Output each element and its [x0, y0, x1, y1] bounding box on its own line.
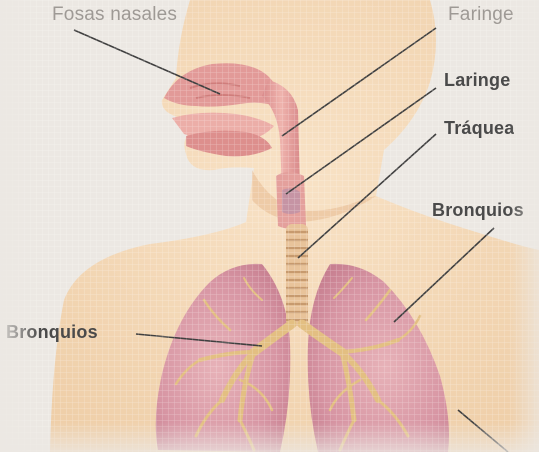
label-bronchi-right: Bronquios	[6, 322, 98, 343]
label-pharynx: Faringe	[448, 4, 514, 26]
label-bronchi-left: Bronquios	[432, 200, 524, 221]
label-nasal-cavity: Fosas nasales	[52, 4, 177, 26]
label-trachea: Tráquea	[444, 118, 514, 139]
label-larynx: Laringe	[444, 70, 510, 91]
